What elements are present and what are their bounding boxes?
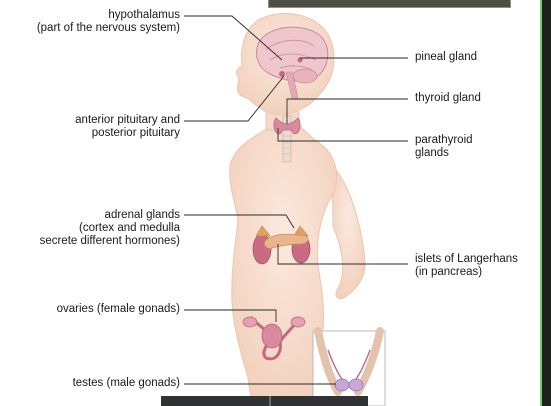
- pineal-gland: [297, 57, 303, 63]
- label-islets-of-langerhans: islets of Langerhans (in pancreas): [415, 253, 518, 278]
- top-bar: [268, 0, 511, 8]
- label-testes: testes (male gonads): [72, 377, 180, 389]
- testis-left: [334, 378, 350, 392]
- label-thyroid-gland: thyroid gland: [415, 92, 481, 104]
- pituitary-gland: [279, 71, 285, 77]
- testes-inset: [312, 327, 386, 406]
- label-parathyroid-glands: parathyroid glands: [415, 134, 473, 159]
- left-adrenal: [255, 225, 271, 237]
- right-ovary: [290, 316, 306, 328]
- cerebellum: [292, 68, 318, 84]
- female-reproductive: [242, 316, 306, 361]
- testis-right: [348, 378, 364, 392]
- left-ovary: [242, 316, 258, 328]
- thyroid-gland: [273, 117, 301, 135]
- label-adrenal-glands: adrenal glands (cortex and medulla secre…: [39, 209, 180, 247]
- brain: [256, 26, 329, 99]
- left-arm: [331, 163, 366, 299]
- uterus: [261, 323, 283, 349]
- leader-lines: [184, 15, 408, 385]
- label-pituitary: anterior pituitary and posterior pituita…: [75, 114, 180, 139]
- label-hypothalamus: hypothalamus (part of the nervous system…: [36, 9, 180, 34]
- bottom-toolbar: [161, 396, 368, 406]
- brain-stem: [285, 71, 299, 99]
- abdominal-glands: [252, 225, 311, 265]
- label-pineal-gland: pineal gland: [415, 51, 478, 63]
- pancreas: [264, 233, 309, 249]
- right-edge-strip: [540, 0, 551, 406]
- label-ovaries: ovaries (female gonads): [56, 303, 180, 315]
